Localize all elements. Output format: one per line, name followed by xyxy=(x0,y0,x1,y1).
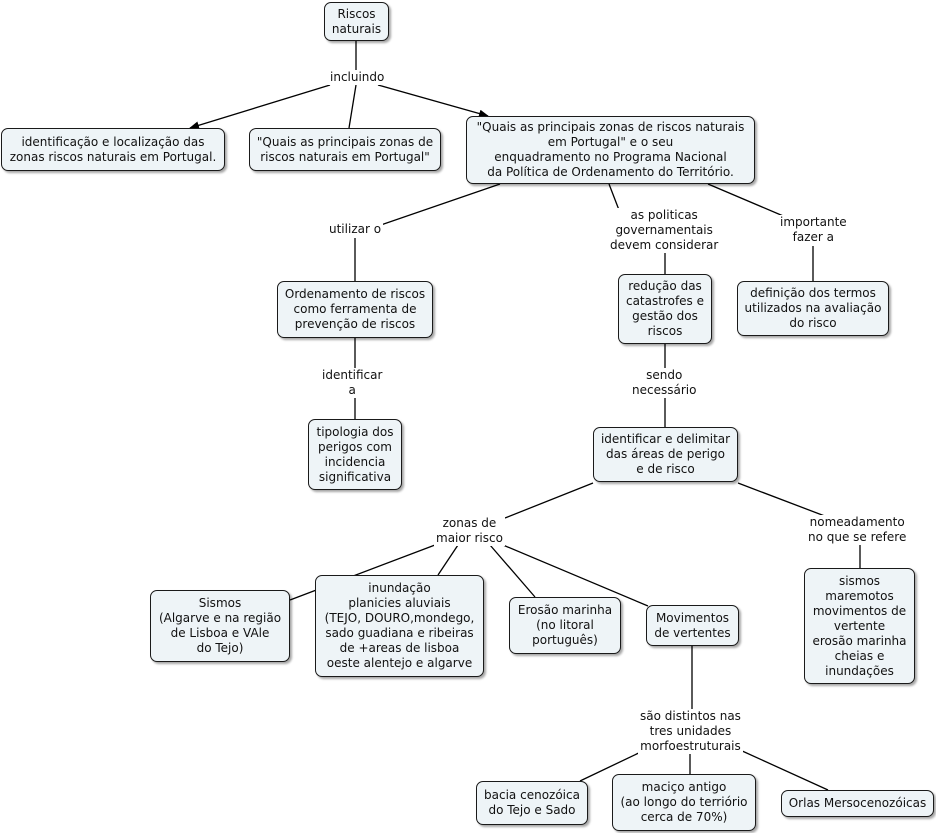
node-identificacao-localizacao[interactable]: identificação e localização das zonas ri… xyxy=(1,128,225,171)
link-zonas-maior-risco: zonas de maior risco xyxy=(434,516,505,546)
edge-sao-distintos-bacia xyxy=(579,749,646,782)
edge-quais-long-politicas xyxy=(608,183,620,211)
edge-incluindo-identificacao xyxy=(189,84,331,130)
link-nomeadamento: nomeadamento no que se refere xyxy=(806,515,909,545)
node-inundacao[interactable]: inundação planicies aluviais (TEJO, DOUR… xyxy=(315,575,484,677)
link-identificar-a: identificar a xyxy=(320,368,385,398)
node-movimentos-vertentes[interactable]: Movimentos de vertentes xyxy=(646,605,739,646)
edge-incluindo-quais-short xyxy=(348,84,357,129)
node-sismos[interactable]: Sismos (Algarve e na região de Lisboa e … xyxy=(150,590,290,662)
node-quais-principais-zonas[interactable]: "Quais as principais zonas de riscos nat… xyxy=(249,128,441,171)
edge-quais-long-importante xyxy=(707,183,789,219)
node-riscos-naturais[interactable]: Riscos naturais xyxy=(324,2,389,41)
node-ordenamento-riscos[interactable]: Ordenamento de riscos como ferramenta de… xyxy=(277,281,433,338)
edge-incluindo-quais-long xyxy=(377,84,489,118)
node-quais-principais-enquadramento[interactable]: "Quais as principais zonas de riscos nat… xyxy=(466,116,755,184)
edge-sao-distintos-orlas xyxy=(739,749,829,791)
link-importante-fazer: importante fazer a xyxy=(778,215,849,245)
node-tipologia-perigos[interactable]: tipologia dos perigos com incidencia sig… xyxy=(308,419,402,490)
link-incluindo: incluindo xyxy=(328,70,387,85)
link-politicas-governamentais: as politicas governamentais devem consid… xyxy=(608,208,721,253)
node-reducao-catastrofes[interactable]: redução das catastrofes e gestão dos ris… xyxy=(618,274,712,344)
edge-zonas-sismos xyxy=(289,544,436,601)
link-sendo-necessario: sendo necessário xyxy=(630,368,699,398)
node-bacia-cenozoica[interactable]: bacia cenozóica do Tejo e Sado xyxy=(476,781,588,825)
node-lista-riscos[interactable]: sismos maremotos movimentos de vertente … xyxy=(804,568,915,684)
edge-zonas-erosao xyxy=(489,544,536,598)
link-utilizar-o: utilizar o xyxy=(327,222,384,237)
edge-quais-long-utilizar xyxy=(377,183,501,227)
edge-zonas-movimentos xyxy=(502,544,649,607)
node-orlas-mesocenozoicas[interactable]: Orlas Mersocenozóicas xyxy=(781,790,934,817)
link-sao-distintos: são distintos nas tres unidades morfoest… xyxy=(638,709,743,754)
edge-zonas-inundacao xyxy=(437,544,459,576)
node-definicao-termos[interactable]: definição dos termos utilizados na avali… xyxy=(737,281,889,336)
edge-delimitar-nomeadamento xyxy=(737,482,831,519)
node-erosao-marinha[interactable]: Erosão marinha (no litoral português) xyxy=(509,597,621,654)
node-identificar-delimitar[interactable]: identificar e delimitar das áreas de per… xyxy=(593,427,738,482)
edge-delimitar-zonas xyxy=(504,482,594,519)
node-macico-antigo[interactable]: maciço antigo (ao longo do terriório cer… xyxy=(612,774,756,831)
